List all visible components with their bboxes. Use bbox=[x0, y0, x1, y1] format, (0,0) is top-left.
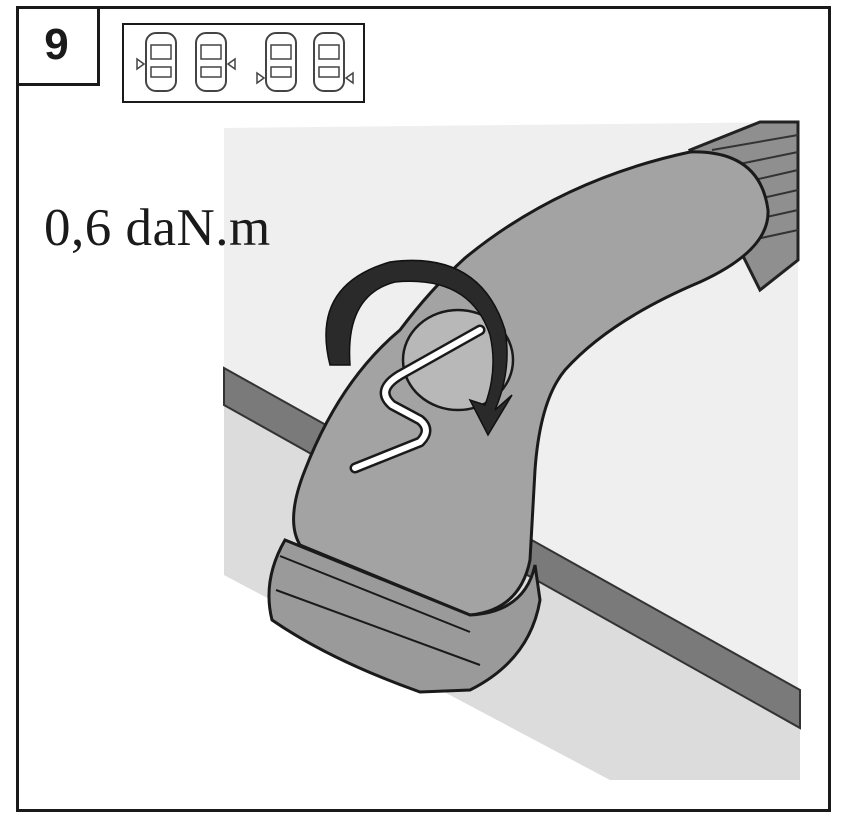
vehicle-type-panel bbox=[122, 23, 365, 103]
torque-value: 0,6 daN.m bbox=[44, 199, 271, 257]
car-top-view-icon bbox=[256, 32, 297, 92]
car-top-view-icon bbox=[313, 32, 354, 92]
bar-foot bbox=[292, 150, 770, 617]
car-top-view-icon bbox=[136, 32, 177, 92]
step-number: 9 bbox=[16, 6, 100, 86]
bolt-recess bbox=[401, 308, 515, 412]
rotation-arrow bbox=[325, 259, 513, 437]
car-top-view-icon bbox=[195, 32, 236, 92]
